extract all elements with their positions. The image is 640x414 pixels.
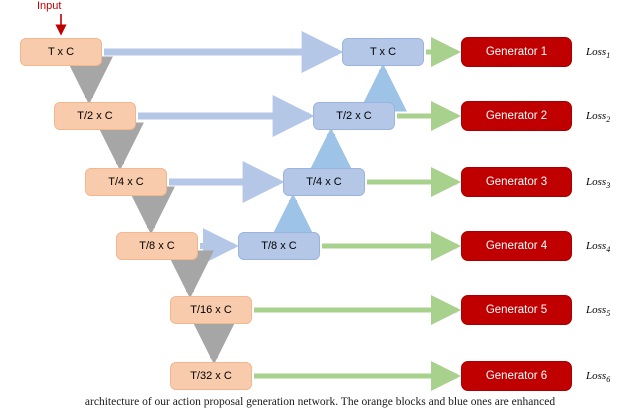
loss-label-4-text: Loss	[586, 240, 607, 252]
generator-block-1: Generator 1	[461, 37, 572, 67]
loss-label-6-text: Loss	[586, 370, 607, 382]
downsample-arrows	[65, 56, 238, 365]
loss-label-2-sub: 2	[606, 115, 611, 125]
encoder-block-5: T/32 x C	[170, 362, 252, 390]
loss-label-5: Loss5	[586, 304, 610, 318]
loss-label-5-sub: 5	[606, 309, 611, 319]
generator-block-1-label: Generator 1	[485, 46, 548, 58]
decoder-block-1-label: T/2 x C	[336, 110, 372, 122]
encoder-block-4: T/16 x C	[170, 296, 252, 324]
decoder-block-3: T/8 x C	[238, 232, 320, 260]
encoder-block-1-label: T/2 x C	[77, 110, 113, 122]
loss-label-1-text: Loss	[586, 46, 607, 58]
encoder-block-2: T/4 x C	[85, 168, 167, 196]
loss-label-6: Loss6	[586, 370, 610, 384]
generator-block-4: Generator 4	[461, 231, 572, 261]
generator-block-2-label: Generator 2	[485, 110, 548, 122]
skip-connection-arrows	[104, 31, 344, 264]
encoder-block-4-label: T/16 x C	[190, 304, 232, 316]
generator-block-5-label: Generator 5	[485, 304, 548, 316]
input-label: Input	[37, 0, 62, 12]
decoder-block-1: T/2 x C	[313, 102, 395, 130]
loss-label-1: Loss1	[586, 46, 610, 60]
generator-block-6: Generator 6	[461, 361, 572, 391]
encoder-block-3: T/8 x C	[116, 232, 198, 260]
encoder-block-1: T/2 x C	[54, 102, 136, 130]
upsample-arrows	[269, 63, 407, 242]
loss-label-3: Loss3	[586, 176, 610, 190]
decoder-block-2-label: T/4 x C	[306, 176, 342, 188]
loss-label-4: Loss4	[586, 240, 610, 254]
encoder-block-0-label: T x C	[47, 46, 75, 58]
generator-block-5: Generator 5	[461, 295, 572, 325]
generator-block-4-label: Generator 4	[485, 240, 548, 252]
loss-label-3-text: Loss	[586, 176, 607, 188]
encoder-block-5-label: T/32 x C	[190, 370, 232, 382]
loss-label-5-text: Loss	[586, 304, 607, 316]
figure-caption: architecture of our action proposal gene…	[84, 396, 556, 408]
generator-block-6-label: Generator 6	[485, 370, 548, 382]
loss-label-4-sub: 4	[606, 245, 611, 255]
loss-label-2-text: Loss	[586, 110, 607, 122]
loss-label-3-sub: 3	[606, 181, 611, 191]
decoder-block-0: T x C	[342, 38, 424, 66]
decoder-block-3-label: T/8 x C	[261, 240, 297, 252]
encoder-block-0: T x C	[20, 38, 102, 66]
loss-label-6-sub: 6	[606, 375, 611, 385]
generator-block-2: Generator 2	[461, 101, 572, 131]
encoder-block-3-label: T/8 x C	[139, 240, 175, 252]
generator-block-3-label: Generator 3	[485, 176, 548, 188]
generator-block-3: Generator 3	[461, 167, 572, 197]
loss-label-2: Loss2	[586, 110, 610, 124]
loss-label-1-sub: 1	[606, 51, 611, 61]
encoder-block-2-label: T/4 x C	[108, 176, 144, 188]
decoder-block-0-label: T x C	[369, 46, 397, 58]
generator-arrows	[254, 37, 462, 391]
decoder-block-2: T/4 x C	[283, 168, 365, 196]
